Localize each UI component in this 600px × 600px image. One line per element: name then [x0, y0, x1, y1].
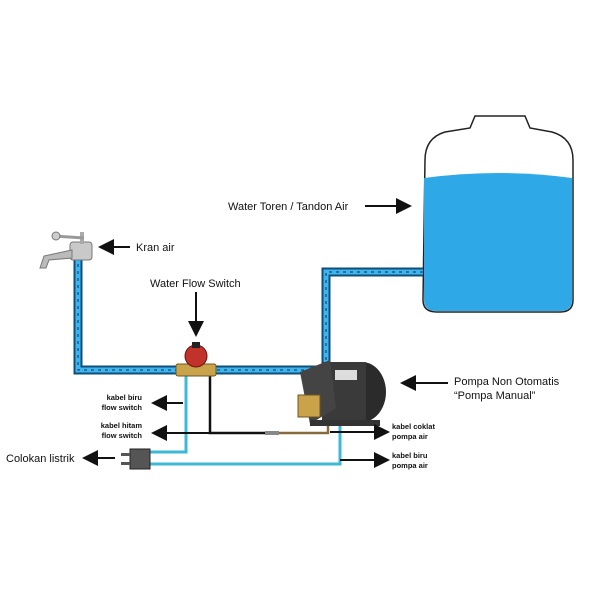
flow-switch-icon	[175, 342, 217, 377]
tank-water	[424, 173, 572, 311]
flow-switch-label: Water Flow Switch	[150, 278, 241, 290]
black-fs-label-1: kabel hitam	[101, 421, 143, 430]
pump-label-line1: Pompa Non Otomatis	[454, 376, 560, 388]
brown-pump-label-1: kabel coklat	[392, 422, 435, 431]
water-tank	[422, 115, 574, 313]
pump-icon	[297, 360, 386, 426]
blue-pump-label-1: kabel biru	[392, 451, 428, 460]
blue-wire-pump	[150, 420, 342, 466]
water-pipe	[73, 258, 423, 375]
power-plug-icon	[121, 448, 151, 470]
label-arrows	[82, 198, 448, 468]
plug-label: Colokan listrik	[6, 453, 75, 465]
tank-label: Water Toren / Tandon Air	[228, 201, 349, 213]
black-fs-label-2: flow switch	[102, 431, 143, 440]
blue-pump-label-2: pompa air	[392, 461, 428, 470]
faucet-icon	[39, 231, 93, 269]
blue-wire-flow-switch	[150, 372, 188, 454]
blue-fs-label-2: flow switch	[102, 403, 143, 412]
blue-fs-label-1: kabel biru	[107, 393, 143, 402]
pump-label-line2: “Pompa Manual”	[454, 390, 536, 402]
black-wire-flow-switch	[208, 372, 265, 435]
brown-pump-label-2: pompa air	[392, 432, 428, 441]
faucet-label: Kran air	[136, 242, 175, 254]
